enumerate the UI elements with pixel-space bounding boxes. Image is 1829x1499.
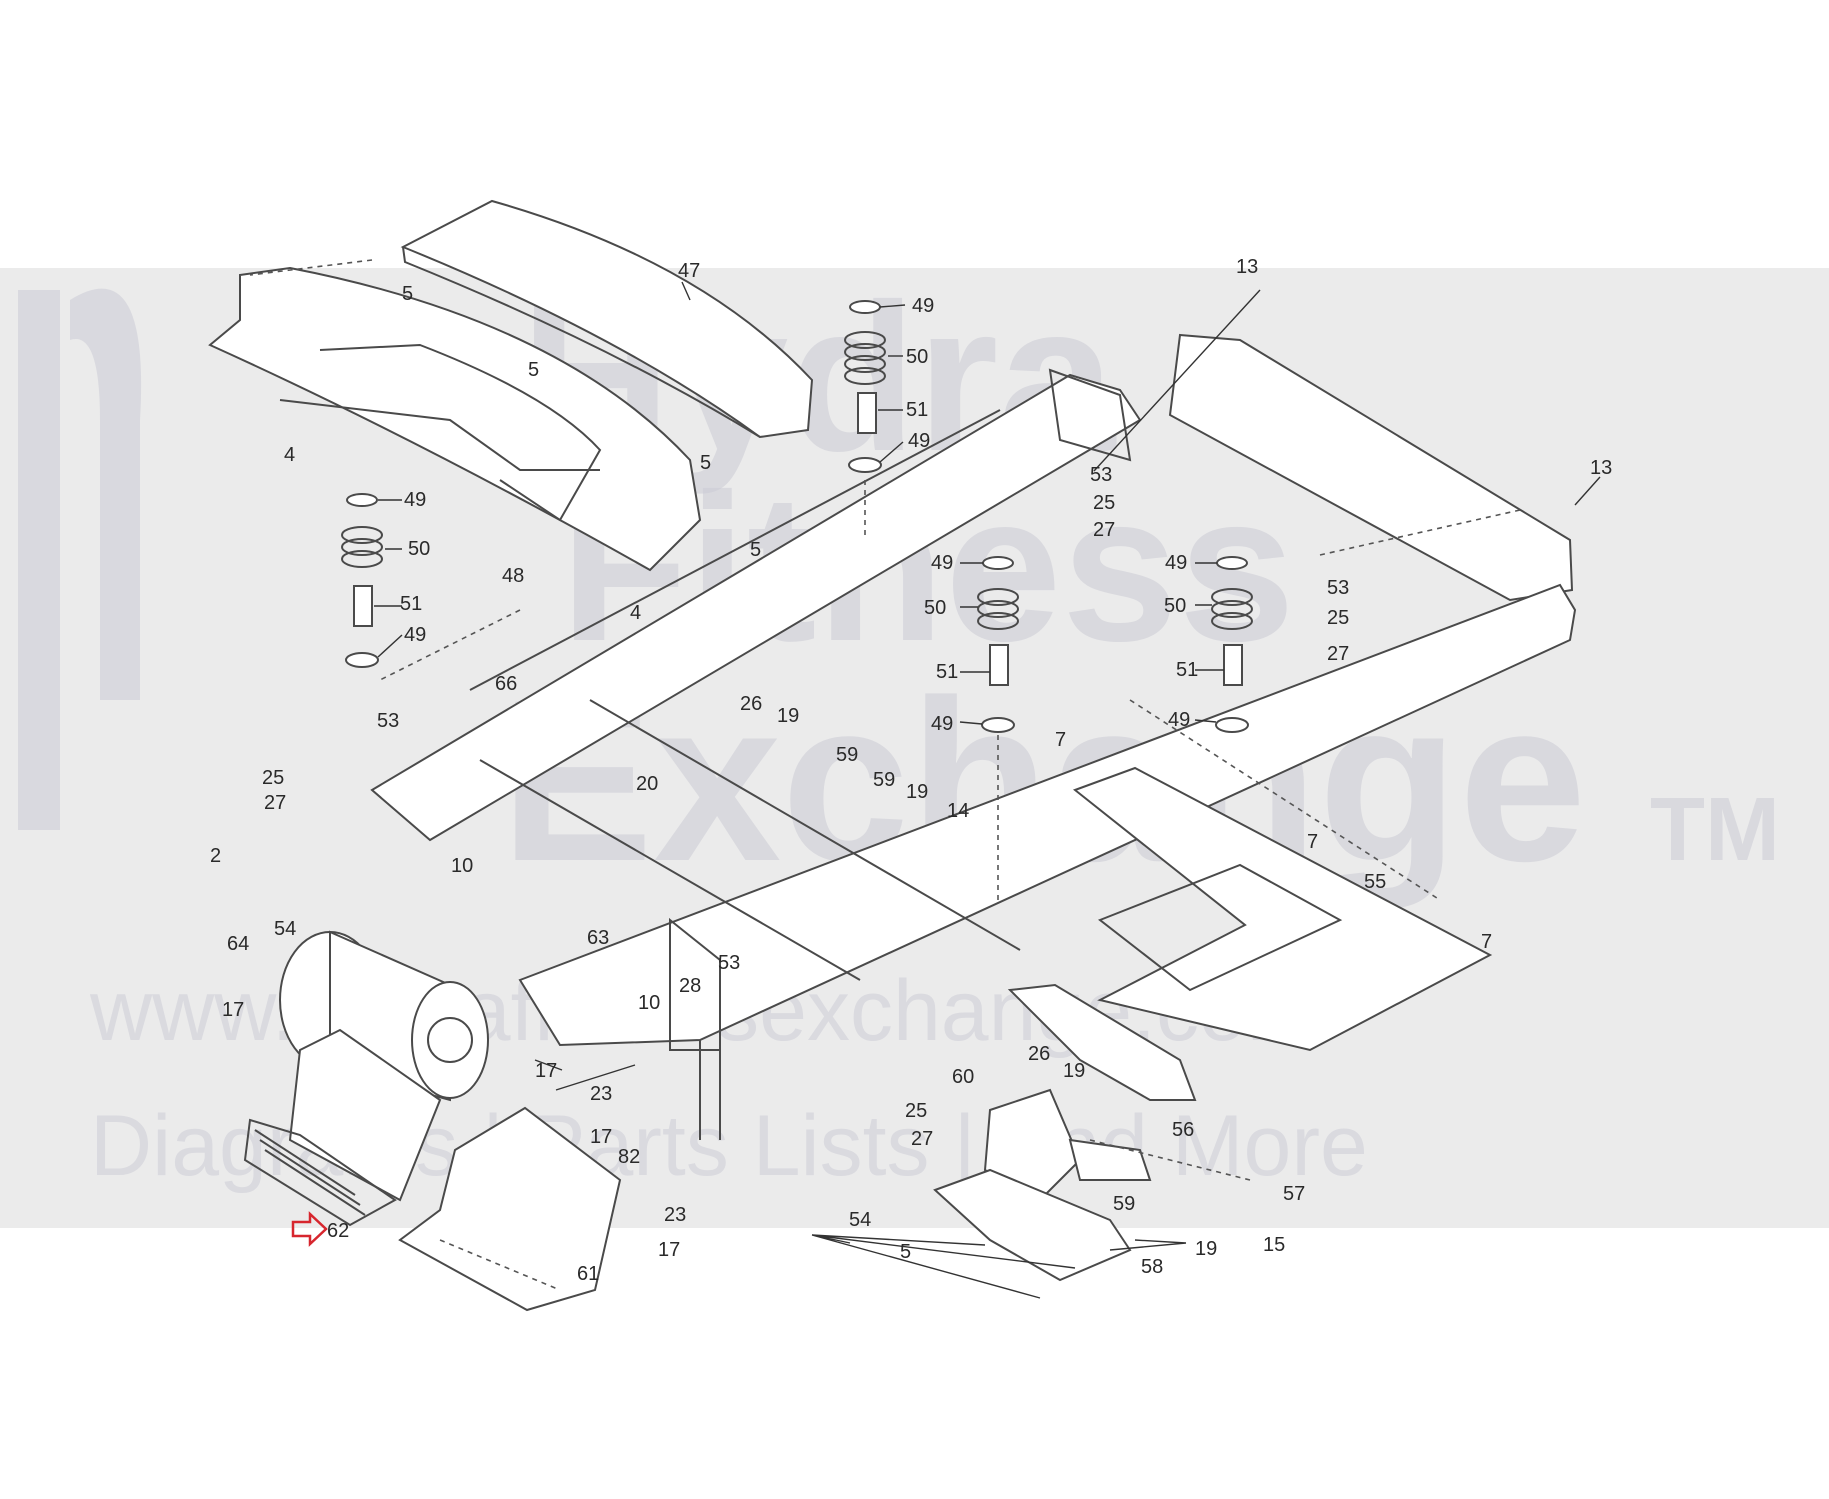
part-isolator-stacks <box>341 300 1253 733</box>
part-hood-cover <box>400 199 814 439</box>
part-deck-plate <box>1072 766 1493 1052</box>
callout-27: 27 <box>264 792 286 814</box>
callout-63: 63 <box>587 927 609 949</box>
callout-25: 25 <box>262 767 284 789</box>
callout-7: 7 <box>1481 931 1492 953</box>
part-controller-board <box>243 1028 442 1227</box>
callout-66: 66 <box>495 673 517 695</box>
callout-17: 17 <box>222 999 244 1021</box>
callout-47: 47 <box>678 260 700 282</box>
callout-17: 17 <box>658 1239 680 1261</box>
callout-58: 58 <box>1141 1256 1163 1278</box>
callout-64: 64 <box>227 933 249 955</box>
callout-4: 4 <box>630 602 641 624</box>
callout-53: 53 <box>1327 577 1349 599</box>
callout-50: 50 <box>906 346 928 368</box>
callout-13: 13 <box>1590 457 1612 479</box>
callout-48: 48 <box>502 565 524 587</box>
callout-27: 27 <box>1327 643 1349 665</box>
callout-49: 49 <box>931 552 953 574</box>
callout-53: 53 <box>1090 464 1112 486</box>
callout-23: 23 <box>664 1204 686 1226</box>
callout-53: 53 <box>377 710 399 732</box>
callout-60: 60 <box>952 1066 974 1088</box>
leader-lines <box>374 281 1601 1299</box>
callout-49: 49 <box>908 430 930 452</box>
callout-50: 50 <box>1164 595 1186 617</box>
callout-labels: 47 13 13 5 5 5 5 5 4 4 48 49 50 51 49 49… <box>210 256 1612 1285</box>
callout-13: 13 <box>1236 256 1258 278</box>
callout-82: 82 <box>618 1146 640 1168</box>
callout-5: 5 <box>700 452 711 474</box>
callout-19: 19 <box>777 705 799 727</box>
callout-26: 26 <box>740 693 762 715</box>
callout-51: 51 <box>1176 659 1198 681</box>
callout-27: 27 <box>911 1128 933 1150</box>
callout-55: 55 <box>1364 871 1386 893</box>
callout-10: 10 <box>638 992 660 1014</box>
callout-19: 19 <box>1195 1238 1217 1260</box>
callout-49: 49 <box>1165 552 1187 574</box>
callout-57: 57 <box>1283 1183 1305 1205</box>
callout-59: 59 <box>873 769 895 791</box>
callout-5: 5 <box>750 539 761 561</box>
callout-17: 17 <box>535 1060 557 1082</box>
callout-25: 25 <box>905 1100 927 1122</box>
callout-61: 61 <box>577 1263 599 1285</box>
callout-50: 50 <box>408 538 430 560</box>
callout-28: 28 <box>679 975 701 997</box>
callout-49: 49 <box>1168 709 1190 731</box>
callout-19: 19 <box>906 781 928 803</box>
callout-23: 23 <box>590 1083 612 1105</box>
callout-5: 5 <box>900 1241 911 1263</box>
callout-54: 54 <box>274 918 296 940</box>
watermark-logo-mark <box>18 288 142 830</box>
callout-62: 62 <box>327 1220 349 1242</box>
callout-51: 51 <box>906 399 928 421</box>
callout-49: 49 <box>404 624 426 646</box>
assembly-guide-lines <box>249 259 1521 1291</box>
callout-49: 49 <box>404 489 426 511</box>
callout-51: 51 <box>400 593 422 615</box>
callout-7: 7 <box>1055 729 1066 751</box>
highlight-arrow-62-icon <box>291 1211 328 1247</box>
callout-4: 4 <box>284 444 295 466</box>
callout-17: 17 <box>590 1126 612 1148</box>
callout-10: 10 <box>451 855 473 877</box>
callout-59: 59 <box>836 744 858 766</box>
callout-2: 2 <box>210 845 221 867</box>
callout-26: 26 <box>1028 1043 1050 1065</box>
callout-50: 50 <box>924 597 946 619</box>
callout-14: 14 <box>947 800 969 822</box>
callout-53: 53 <box>718 952 740 974</box>
callout-15: 15 <box>1263 1234 1285 1256</box>
callout-19: 19 <box>1063 1060 1085 1082</box>
callout-25: 25 <box>1093 492 1115 514</box>
callout-5: 5 <box>402 283 413 305</box>
callout-7: 7 <box>1307 831 1318 853</box>
callout-56: 56 <box>1172 1119 1194 1141</box>
callout-5: 5 <box>528 359 539 381</box>
part-elevation-motor <box>933 983 1197 1282</box>
part-base-plate <box>398 1106 622 1312</box>
callout-51: 51 <box>936 661 958 683</box>
callout-20: 20 <box>636 773 658 795</box>
callout-49: 49 <box>912 295 934 317</box>
callout-49: 49 <box>931 713 953 735</box>
callout-59: 59 <box>1113 1193 1135 1215</box>
callout-27: 27 <box>1093 519 1115 541</box>
callout-54: 54 <box>849 1209 871 1231</box>
part-motor-hood-base <box>208 266 702 572</box>
watermark-tm: TM <box>1650 780 1780 880</box>
callout-25: 25 <box>1327 607 1349 629</box>
part-main-frame <box>370 333 1577 1140</box>
